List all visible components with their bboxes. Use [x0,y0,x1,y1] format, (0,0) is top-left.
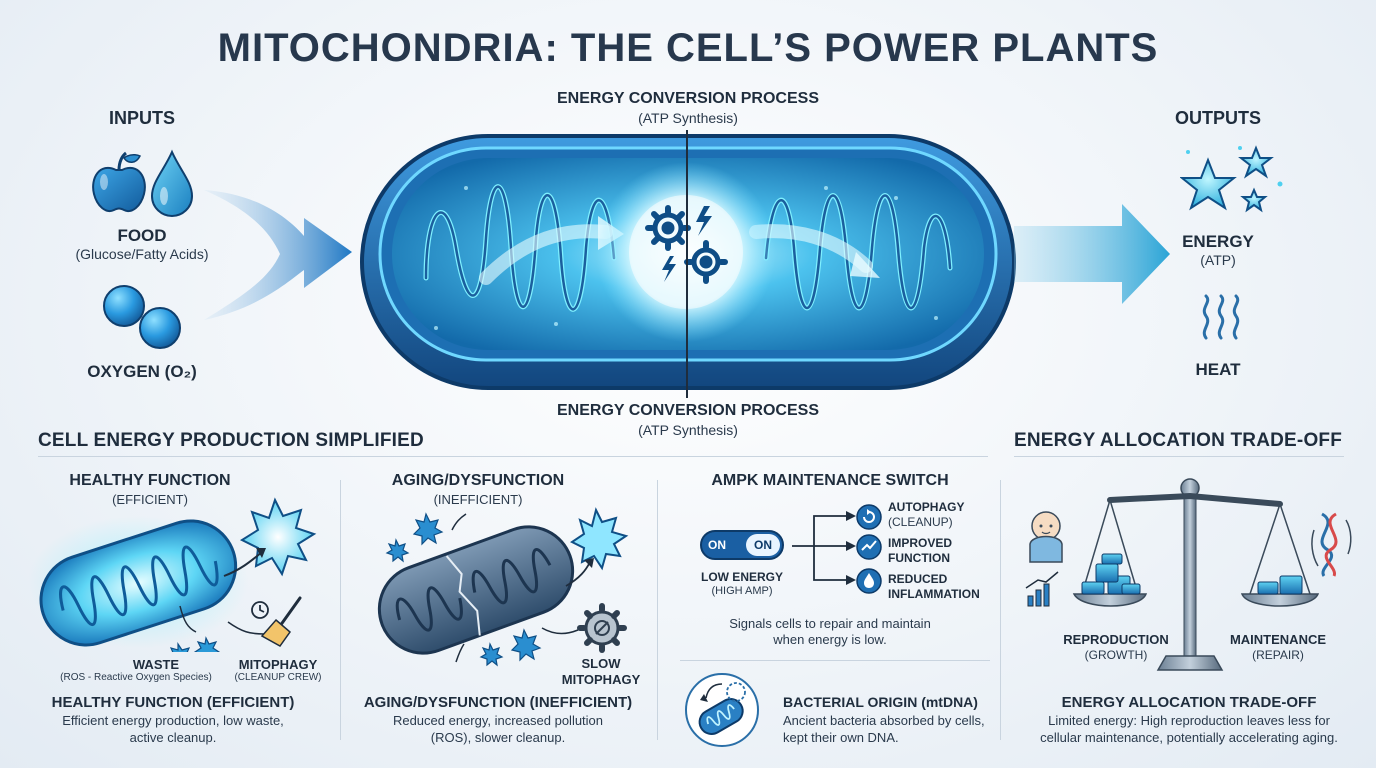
process-divider [686,130,688,398]
healthy-caption-title: HEALTHY FUNCTION (EFFICIENT) [51,694,295,711]
bacterial-line1: Ancient bacteria absorbed by cells, [783,713,985,728]
apple-icon [92,151,146,212]
column-divider [657,480,658,740]
atp-burst-icon [239,497,317,577]
ampk-desc-line2: when energy is low. [773,632,887,647]
page-title: MITOCHONDRIA: THE CELL’S POWER PLANTS [217,26,1159,70]
low-energy-label: LOW ENERGY [700,570,783,584]
atp-burst-small-icon [570,507,629,571]
process-top-sublabel: (ATP Synthesis) [638,110,738,126]
aging-title: AGING/DYSFUNCTION [391,472,565,489]
maintenance-label: MAINTENANCE [1229,632,1327,647]
lightning-icon [696,206,712,236]
autophagy-icon [856,504,882,530]
reproduction-label: REPRODUCTION [1063,632,1169,647]
ampk-heading: AMPK MAINTENANCE SWITCH [711,472,949,489]
slow-gear-icon [577,603,627,653]
healthy-sublabel: (EFFICIENT) [112,492,188,507]
food-icons [92,149,194,218]
coins-right [1257,575,1303,595]
ampk-branch-arrows [792,511,856,585]
autophagy-label: AUTOPHAGY [888,500,965,514]
balance-scale [1025,478,1352,671]
slow-mitophagy-line2: MITOPHAGY [561,672,641,687]
dna-icon [1311,512,1352,577]
ampk-desc-line1: Signals cells to repair and maintain [729,616,931,631]
baby-icon [1029,511,1063,563]
heat-waves-icon [1202,294,1240,340]
healthy-caption-line2: active cleanup. [129,730,217,745]
process-bottom-sublabel: (ATP Synthesis) [638,422,738,438]
inputs-heading: INPUTS [108,108,175,128]
aging-sublabel: (INEFFICIENT) [433,492,523,507]
aging-caption-title: AGING/DYSFUNCTION (INEFFICIENT) [363,694,633,711]
healthy-caption-line1: Efficient energy production, low waste, [62,713,284,728]
ampk-divider [680,660,990,661]
heat-label: HEAT [1195,360,1241,379]
aging-mitochondrion [377,507,629,667]
bacterial-title: BACTERIAL ORIGIN (mtDNA) [783,694,978,710]
function-label: FUNCTION [888,551,950,565]
column-divider [340,480,341,740]
mitochondrion-main [360,134,1016,390]
mitophagy-sublabel: (CLEANUP CREW) [234,672,322,683]
input-arrow-icon [204,190,352,320]
output-arrow-icon [1014,204,1170,304]
healthy-mitochondrion [28,497,317,652]
tradeoff-divider [1014,456,1344,457]
process-top-label: ENERGY CONVERSION PROCESS [557,90,819,107]
toggle-on-label: ON [708,538,726,552]
low-energy-sublabel: (HIGH AMP) [711,585,773,597]
energy-label: ENERGY [1182,232,1254,251]
aging-caption-line1: Reduced energy, increased pollution [392,713,604,728]
oxygen-molecule-icon [103,285,181,349]
mitophagy-label: MITOPHAGY [238,657,318,672]
bacterial-origin-icon [685,673,759,747]
maintenance-sublabel: (REPAIR) [1252,648,1304,662]
process-bottom-label: ENERGY CONVERSION PROCESS [557,402,819,419]
ros-particles [385,512,542,667]
reduced-inflammation-icon [856,568,882,594]
ampk-toggle[interactable]: ON ON [700,530,784,560]
food-label: FOOD [117,226,167,245]
oxygen-label: OXYGEN (O₂) [87,362,197,381]
energy-stars-icon [1180,145,1283,213]
bacterial-line2: kept their own DNA. [783,730,899,745]
toggle-knob: ON [746,534,780,556]
clock-icon [251,601,269,619]
improved-label: IMPROVED [888,536,953,550]
waste-label: WASTE [132,657,180,672]
reduced-label: REDUCED [888,572,948,586]
broom-icon [260,596,302,647]
improved-function-icon [856,534,882,560]
autophagy-sublabel: (CLEANUP) [888,515,953,529]
column-divider [1000,480,1001,740]
ros-particles [169,636,221,652]
tradeoff-caption-line2: cellular maintenance, potentially accele… [1040,730,1338,745]
energy-sublabel: (ATP) [1200,252,1236,268]
section-divider [38,456,988,457]
aging-caption-line2: (ROS), slower cleanup. [430,730,566,745]
inflammation-label: INFLAMMATION [888,587,980,601]
reproduction-sublabel: (GROWTH) [1084,648,1148,662]
tradeoff-caption-title: ENERGY ALLOCATION TRADE-OFF [1061,694,1317,711]
tradeoff-heading: ENERGY ALLOCATION TRADE-OFF [1014,430,1343,451]
waste-sublabel: (ROS - Reactive Oxygen Species) [60,672,212,683]
water-drop-icon [150,149,194,218]
gears-icon [645,205,728,284]
tradeoff-caption-line1: Limited energy: High reproduction leaves… [1048,713,1330,728]
slow-mitophagy-line1: SLOW [581,656,621,671]
outputs-heading: OUTPUTS [1174,108,1261,128]
cell-energy-heading: CELL ENERGY PRODUCTION SIMPLIFIED [38,430,424,451]
food-sublabel: (Glucose/Fatty Acids) [75,246,209,262]
healthy-title: HEALTHY FUNCTION [69,472,231,489]
growth-chart-icon [1025,571,1059,607]
coins-left [1081,553,1141,595]
